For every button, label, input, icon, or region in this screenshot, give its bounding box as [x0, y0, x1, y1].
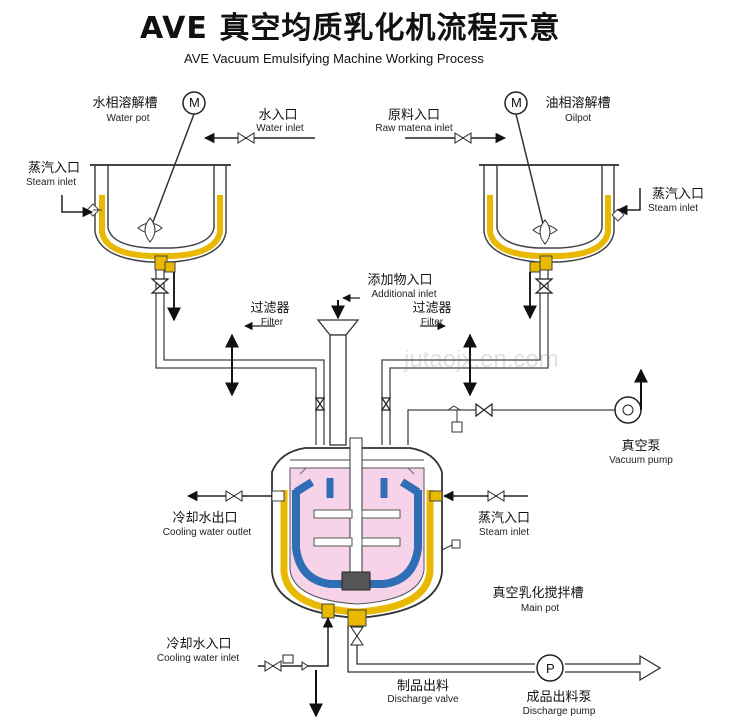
oil-pot-label-cn: 油相溶解槽 [545, 96, 611, 111]
filter-left-en: Filter [260, 317, 284, 328]
water-inlet-label-en: Water inlet [256, 123, 304, 134]
discharge-line [347, 626, 662, 682]
pot-drain-lines [167, 272, 537, 322]
additional-inlet-cn: 添加物入口 [367, 273, 433, 288]
steam-inlet-main-en: Steam inlet [478, 527, 530, 538]
discharge-pump-en: Discharge pump [522, 706, 596, 717]
filter-icon [225, 321, 477, 397]
raw-inlet-label-en: Raw matena inlet [375, 123, 453, 134]
additional-inlet-funnel [316, 293, 360, 446]
watermark: jutaojx.en.com [404, 346, 559, 373]
raw-inlet-label-cn: 原料入口 [387, 108, 441, 123]
cooling-outlet-cn: 冷却水出口 [172, 511, 238, 526]
main-pot-side-lines [186, 490, 528, 551]
cooling-inlet-cn: 冷却水入口 [166, 637, 232, 652]
vacuum-pump-en: Vacuum pump [609, 455, 673, 466]
vacuum-pump-icon [447, 368, 648, 433]
water-pot-label-en: Water pot [106, 113, 150, 124]
steam-inlet-right-en: Steam inlet [648, 203, 699, 214]
cooling-water-inlet-line [258, 616, 334, 718]
additional-inlet-en: Additional inlet [371, 289, 437, 300]
motor-icon: M [189, 95, 200, 110]
water-inlet-label-cn: 水入口 [258, 108, 298, 123]
filter-left-cn: 过滤器 [250, 301, 290, 316]
oil-pot [479, 164, 625, 273]
filter-right-cn: 过滤器 [412, 301, 452, 316]
diagram-subtitle: AVE Vacuum Emulsifying Machine Working P… [184, 51, 484, 66]
discharge-valve-en: Discharge valve [387, 694, 459, 705]
cooling-outlet-en: Cooling water outlet [162, 527, 252, 538]
oil-pot-agitator [504, 91, 558, 245]
discharge-valve-cn: 制品出料 [396, 679, 450, 694]
steam-inlet-left-cn: 蒸汽入口 [28, 161, 81, 176]
steam-inlet-right-cn: 蒸汽入口 [652, 187, 705, 202]
main-pot-label-en: Main pot [520, 603, 560, 614]
diagram-title: AVE 真空均质乳化机流程示意 [140, 11, 561, 46]
water-pot-label-cn: 水相溶解槽 [92, 96, 158, 111]
vacuum-pump-cn: 真空泵 [621, 439, 661, 454]
water-pot [86, 164, 231, 273]
oil-pot-label-en: Oilpot [564, 113, 592, 124]
pump-letter: P [546, 661, 555, 676]
inlet-lines-top [61, 132, 641, 218]
discharge-pump-cn: 成品出料泵 [526, 690, 592, 705]
steam-inlet-main-cn: 蒸汽入口 [477, 511, 531, 526]
valve-icon [150, 278, 554, 418]
main-pot-label-cn: 真空乳化搅拌槽 [492, 586, 584, 601]
cooling-inlet-en: Cooling water inlet [156, 653, 240, 664]
motor-icon: M [511, 95, 522, 110]
water-pot-agitator [137, 91, 206, 243]
pump-icon [536, 654, 564, 682]
steam-inlet-left-en: Steam inlet [26, 177, 77, 188]
filter-right-en: Filter [420, 317, 444, 328]
agitator-icon [292, 437, 422, 591]
